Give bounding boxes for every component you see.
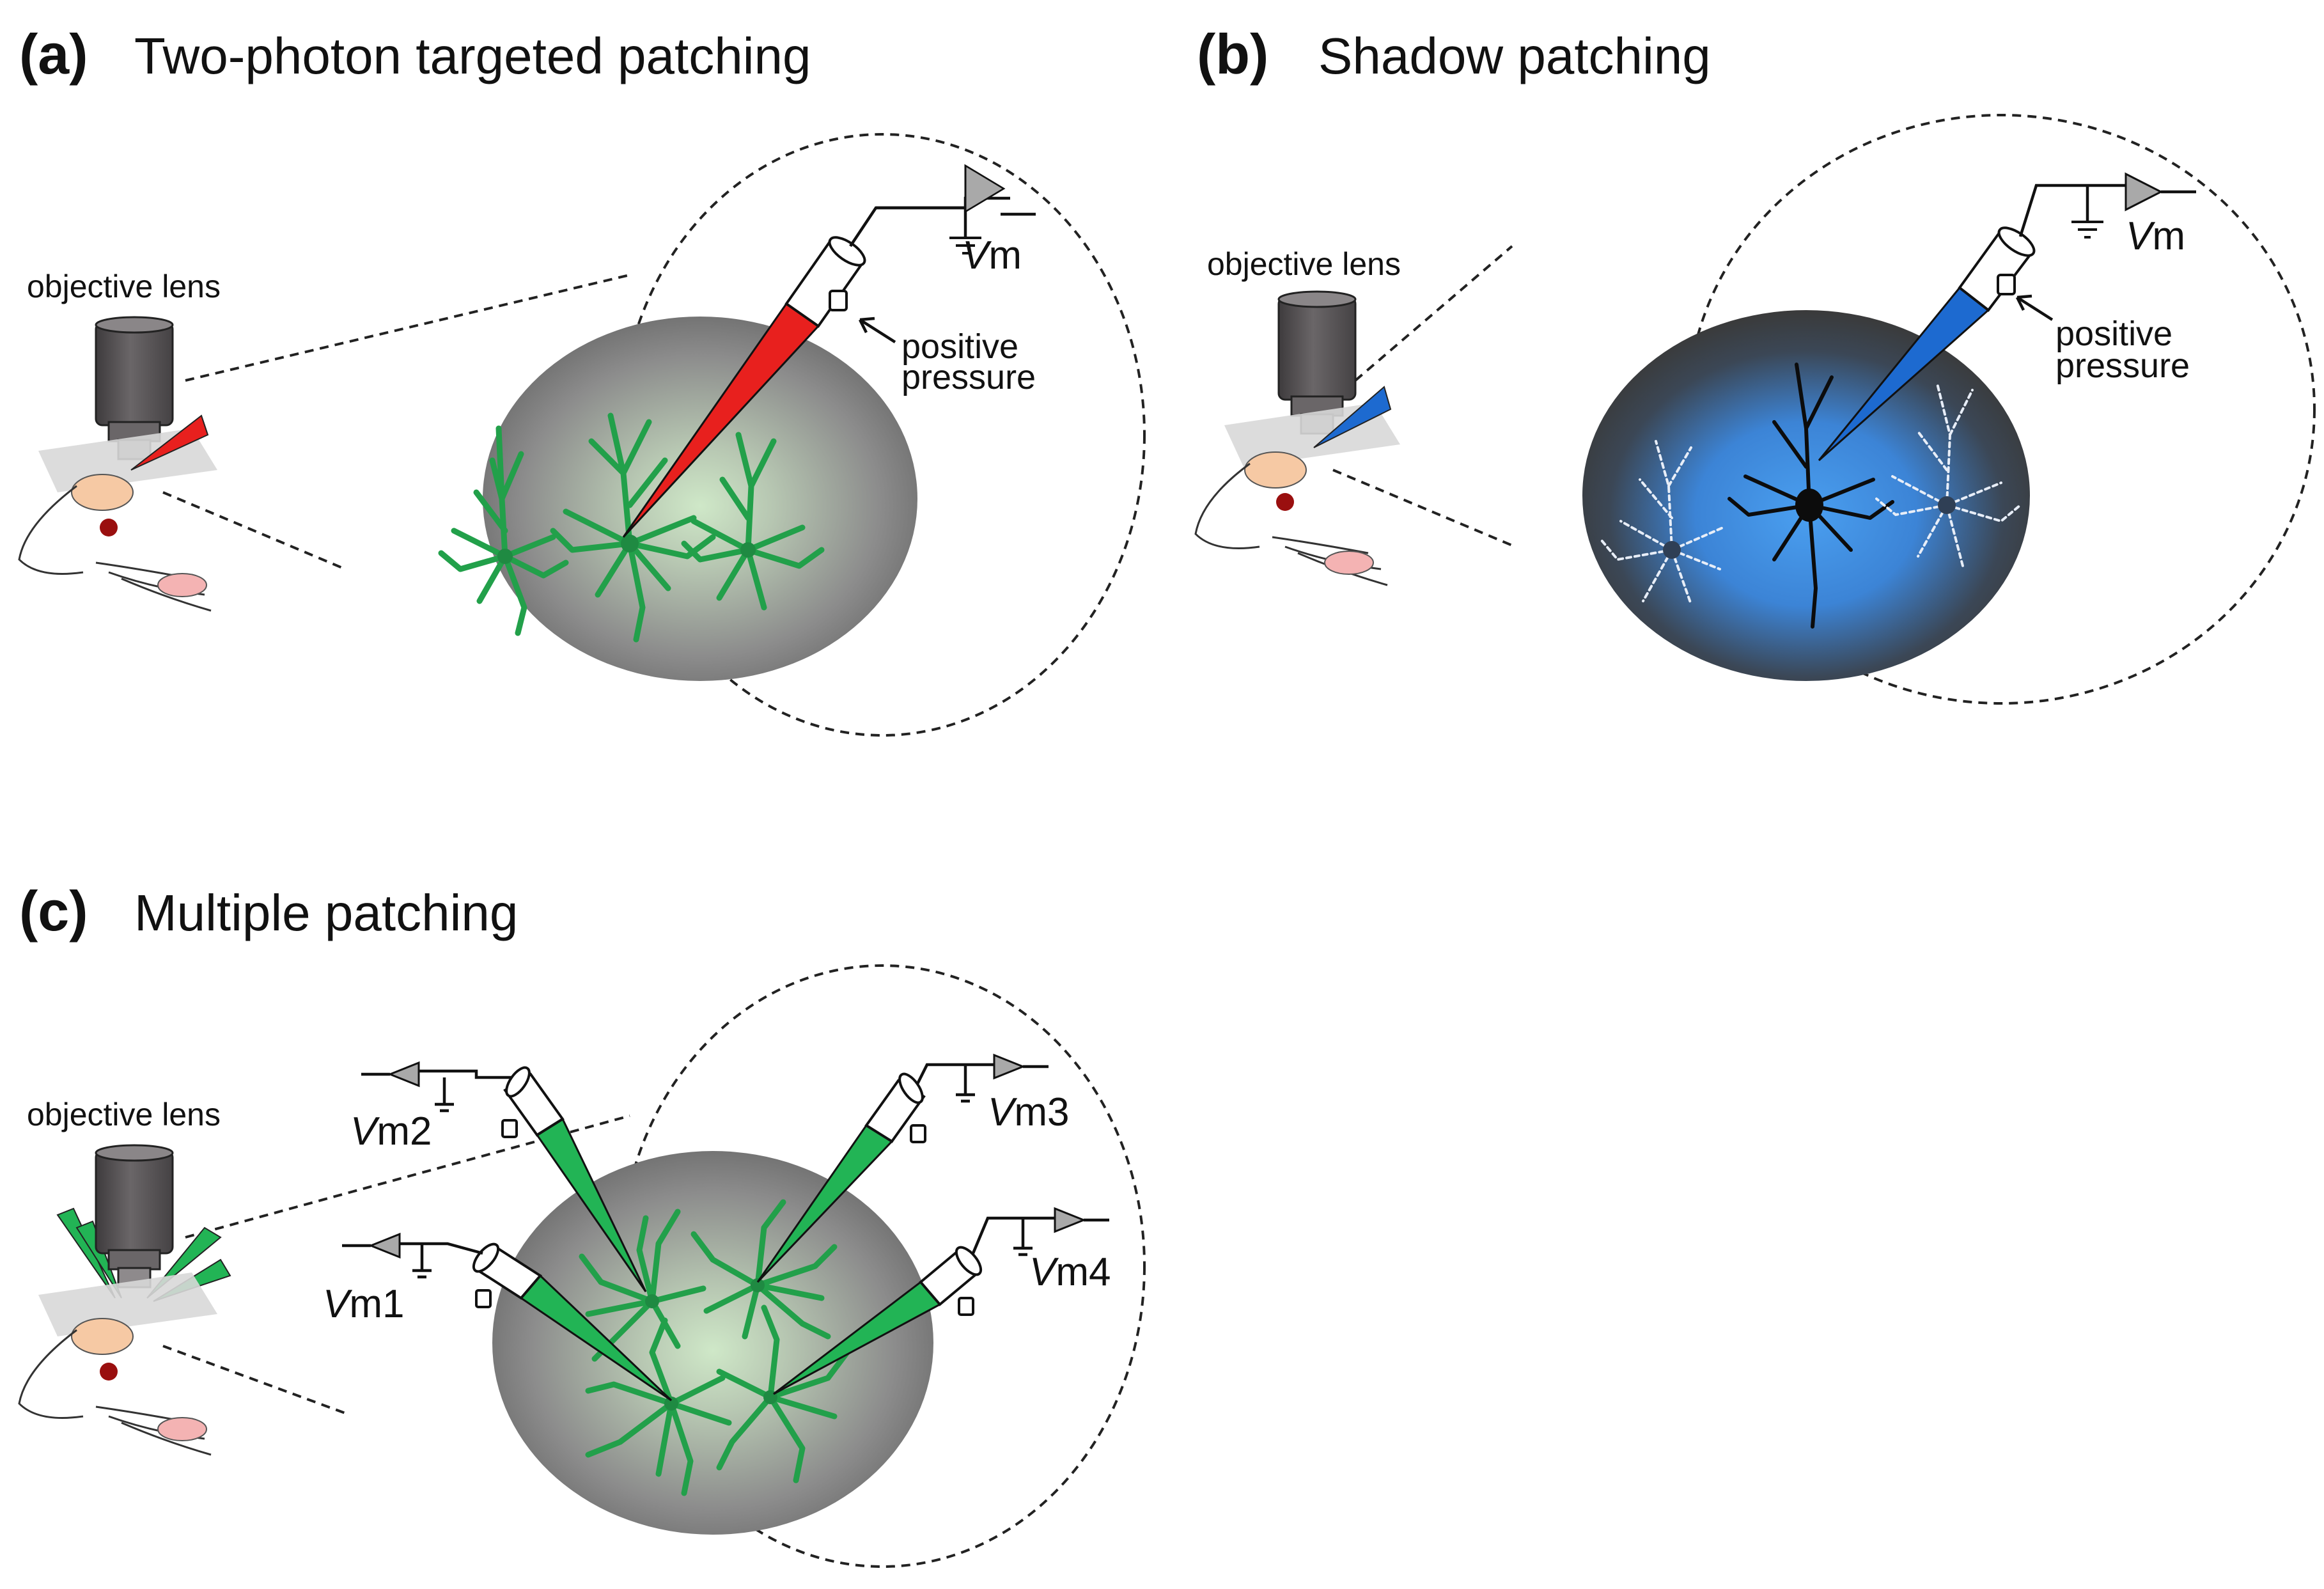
panel-b-title: Shadow patching [1318,27,1711,84]
mouse-nose [1244,451,1307,489]
panel-b-lens-label: objective lens [1207,246,1401,282]
pipette-vm1 [472,1242,673,1402]
ground-icon [435,1077,454,1113]
pipette-vm4 [773,1246,983,1395]
neuron [690,1199,838,1340]
pipette-vm1-wire [396,1242,483,1255]
amplifier-icon [993,1053,1026,1080]
ground-icon [1013,1218,1033,1256]
panel-a-electrode-wire [849,206,967,247]
pipette-vm2 [501,1066,647,1292]
mouse-head-outline [18,485,212,612]
panel-a-annotation-line1: positive [901,327,1018,366]
amplifier-icon [2125,172,2164,212]
panel-b-zoom-line-top [1354,245,1513,382]
panel-a-amp-input [876,196,1010,210]
mouse-head-outline [18,1329,212,1456]
label-vm3: Vm3 [988,1090,1070,1134]
neuron-shadow [1600,440,1724,606]
neuron [585,1317,732,1496]
panel-c: (c) Multiple patching objective lens [18,879,1146,1568]
panel-b-vm-label: Vm [2126,214,2185,258]
stage-plate [38,1272,217,1336]
label-vm1: Vm1 [323,1282,405,1326]
amplifier-icon [1054,1207,1087,1233]
neuron-shadow [1875,382,2022,567]
panel-b: (b) Shadow patching objective lens [1194,22,2316,705]
panel-c-lens-label: objective lens [27,1097,221,1132]
pipette-vm3 [756,1072,926,1283]
mouse-eye [100,1363,118,1381]
panel-a-letter: (a) [19,22,88,86]
objective-lens-icon [95,1144,174,1288]
panel-a-tissue-field [483,317,917,681]
label-vm4: Vm4 [1029,1250,1111,1294]
ground-icon [412,1244,432,1279]
mouse-head-outline [1194,462,1388,586]
panel-b-zoom-line-bottom [1332,469,1516,548]
panel-c-zoom-callout [619,964,1146,1568]
pipette-vm4-wire [971,1216,1058,1254]
panel-c-title: Multiple patching [134,884,518,941]
panel-b-pipette [1818,226,2036,462]
panel-a-lens-label: objective lens [27,269,221,304]
mouse-paw [1324,551,1374,575]
panel-a-zoom-callout [619,133,1146,737]
panel-c-zoom-line-bottom [162,1345,346,1414]
mouse-nose [71,1318,134,1355]
ground-icon [956,1065,975,1103]
panel-c-mouse-setup: objective lens [18,1097,231,1456]
pipette-icon [130,414,209,471]
pipette-icon [75,1220,122,1299]
neuron [438,425,569,636]
panel-c-neurons [579,1199,850,1496]
pipette-vm2-wire [416,1069,511,1079]
pipette-vm3-wire [916,1063,997,1085]
amplifier-icon [964,164,1006,214]
label-vm2: Vm2 [350,1109,432,1154]
amplifier-icon [368,1232,401,1259]
mouse-eye [100,519,118,536]
panel-b-electrode-wire [2018,184,2129,237]
panel-b-pressure-arrow [2015,294,2054,321]
panel-a-pipette [622,236,866,538]
panel-b-neurons [1600,363,2022,629]
panel-a-title: Two-photon targeted patching [134,27,811,84]
panel-b-annotation-line1: positive [2055,315,2172,353]
panel-a-vm-label: Vm [962,233,1022,278]
panel-b-mouse-setup: objective lens [1194,246,1401,586]
mouse-nose [71,474,134,511]
panel-b-annotation-line2: pressure [2055,347,2190,385]
panel-b-letter: (b) [1197,22,1268,86]
panel-a-pressure-arrow [858,317,896,343]
ground-icon [949,237,981,254]
panel-a-annotation-line2: pressure [901,358,1036,396]
amplifier-icon [387,1061,420,1088]
panel-a-neurons [438,412,825,643]
neuron [681,432,825,611]
ground-icon [2071,221,2103,239]
mouse-paw [157,1417,207,1441]
panel-a-mouse-setup: objective lens [18,269,221,612]
pipette-icon [1313,386,1392,448]
neuron-patched [1727,363,1894,629]
panel-c-tissue-field [492,1151,933,1535]
panel-a-zoom-line-bottom [162,491,346,570]
mouse-eye [1276,493,1294,511]
panel-c-letter: (c) [19,879,88,943]
panel-a: (a) Two-photon targeted patching objecti… [18,22,1146,737]
neuron [550,412,716,643]
mouse-paw [157,573,207,597]
